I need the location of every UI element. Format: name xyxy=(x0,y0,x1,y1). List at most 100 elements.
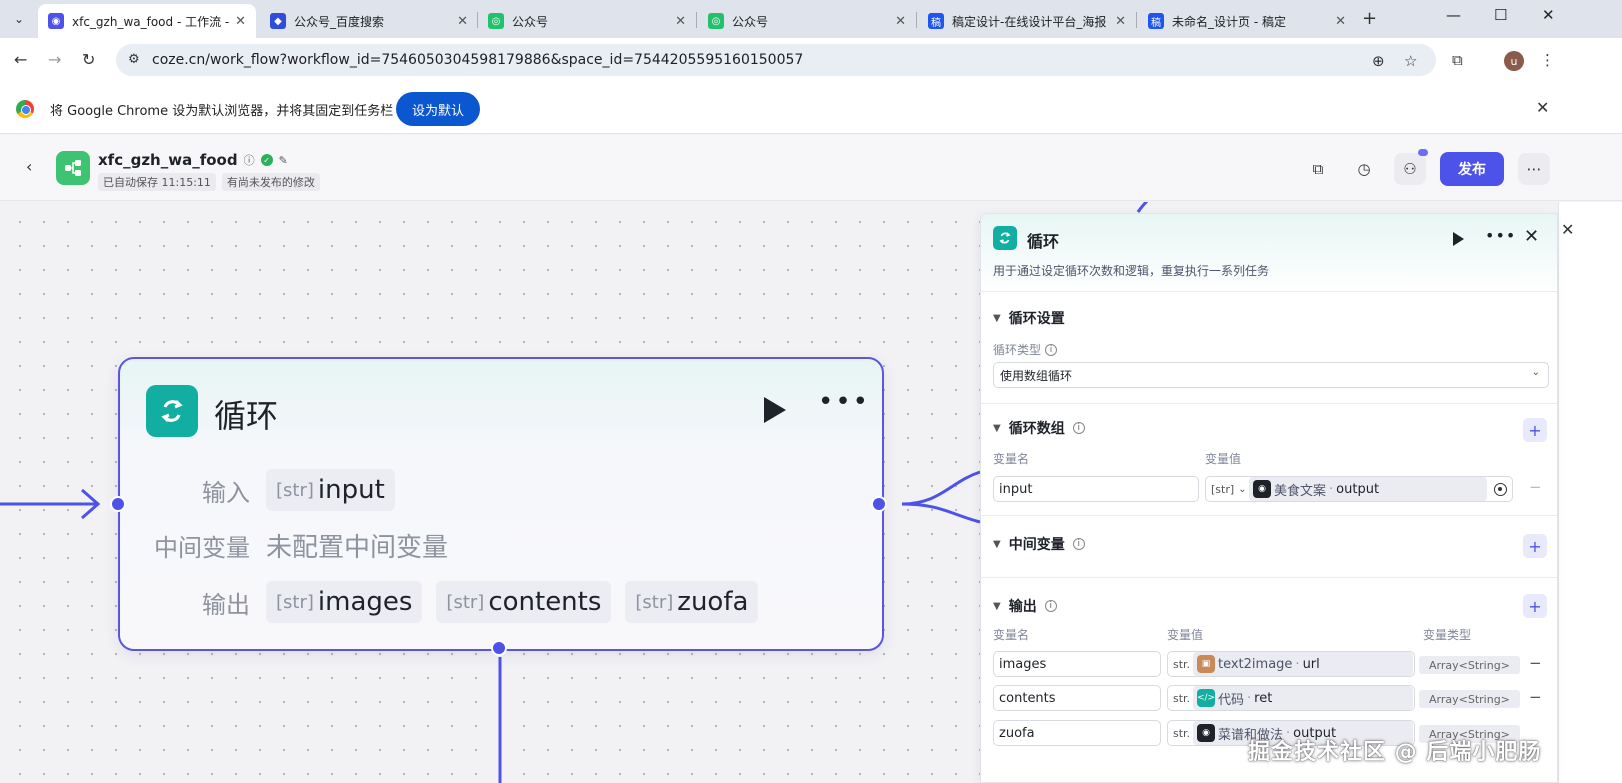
info-icon[interactable]: i xyxy=(1072,422,1085,434)
profile-avatar[interactable]: u xyxy=(1504,51,1524,71)
browser-tab-gaoding-1[interactable]: 稿 稿定设计-在线设计平台_海报 ✕ xyxy=(918,4,1136,38)
var-value-header: 变量值 xyxy=(1205,452,1242,466)
run-play-icon[interactable] xyxy=(1453,232,1464,246)
tab-title: 未命名_设计页 - 稿定 xyxy=(1172,14,1286,29)
output-name-input[interactable]: zuofa xyxy=(993,720,1161,746)
remove-row-icon[interactable]: − xyxy=(1529,688,1542,706)
panel-header: 循环 ••• ✕ 用于通过设定循环次数和逻辑，重复执行一系列任务 xyxy=(981,214,1557,292)
section-title: 循环数组 xyxy=(1008,421,1065,437)
bookmark-star-icon[interactable]: ☆ xyxy=(1404,52,1418,70)
gaoding-favicon-icon: 稿 xyxy=(928,13,944,29)
loop-array-name-input[interactable]: input xyxy=(993,476,1199,502)
more-options-icon[interactable]: ⋯ xyxy=(1518,153,1550,185)
window-minimize-icon[interactable]: — xyxy=(1446,6,1461,24)
workflow-header: ‹ xfc_gzh_wa_food ⓘ ✓ ✎ 已自动保存 11:15:11 有… xyxy=(0,135,1622,201)
code-node-avatar-icon: </> xyxy=(1197,689,1215,707)
back-arrow-icon[interactable]: ← xyxy=(14,50,28,69)
loop-node[interactable]: 循环 ••• 输入 [str]input 中间变量 未配置中间变量 输出 [st… xyxy=(118,357,884,651)
edit-icon[interactable]: ✎ xyxy=(278,153,288,167)
new-tab-plus-icon[interactable]: + xyxy=(1362,8,1378,29)
node-input-port[interactable] xyxy=(110,496,126,512)
loop-type-select[interactable]: 使用数组循环⌄ xyxy=(993,362,1549,388)
info-icon[interactable]: i xyxy=(1045,343,1058,356)
output-value-ref[interactable]: ◉ 菜谱和做法·output xyxy=(1193,721,1413,745)
node-output-port[interactable] xyxy=(871,496,887,512)
node-more-icon[interactable]: ••• xyxy=(818,387,871,417)
loop-body-port[interactable] xyxy=(491,640,507,656)
output-name-input[interactable]: images xyxy=(993,651,1161,677)
tab-close-icon[interactable]: ✕ xyxy=(1335,13,1346,29)
address-bar[interactable]: ⚙ coze.cn/work_flow?workflow_id=75460503… xyxy=(116,44,1436,76)
tab-search-chevron-icon[interactable]: ⌄ xyxy=(13,12,25,26)
select-value: 使用数组循环 xyxy=(1000,368,1073,383)
tab-close-icon[interactable]: ✕ xyxy=(1115,13,1126,29)
window-maximize-icon[interactable]: ☐ xyxy=(1494,6,1508,24)
node-output-row: 输出 [str]images [str]contents [str]zuofa xyxy=(120,581,772,623)
site-settings-icon[interactable]: ⚙ xyxy=(128,52,140,67)
infobar-close-icon[interactable]: ✕ xyxy=(1536,98,1550,117)
output-value-ref[interactable]: ▣ text2image·url xyxy=(1193,652,1413,676)
browser-tab-gaoding-2[interactable]: 稿 未命名_设计页 - 稿定 ✕ xyxy=(1138,4,1356,38)
publish-button[interactable]: 发布 xyxy=(1440,152,1504,186)
loop-array-value-ref[interactable]: ◉ 美食文案·output xyxy=(1249,477,1487,501)
var-name: input xyxy=(317,475,385,505)
var-name-header: 变量名 xyxy=(993,452,1030,466)
watermark: 掘金技术社区 @ 后端小肥肠 xyxy=(1248,740,1542,765)
tab-close-icon[interactable]: ✕ xyxy=(895,13,906,29)
remove-row-icon[interactable]: − xyxy=(1529,654,1542,672)
type-tag: str. xyxy=(1173,691,1191,705)
browser-tab-gongzhonghao-2[interactable]: ◎ 公众号 ✕ xyxy=(698,4,916,38)
type-tag: str. xyxy=(1173,726,1191,740)
collaborators-icon[interactable]: ⚇ xyxy=(1394,149,1428,185)
back-chevron-icon[interactable]: ‹ xyxy=(26,157,33,176)
panel-description: 用于通过设定循环次数和逻辑，重复执行一系列任务 xyxy=(993,264,1270,278)
info-icon[interactable]: i xyxy=(1072,538,1085,550)
add-mid-var-button[interactable]: + xyxy=(1523,534,1547,558)
section-title: 输出 xyxy=(1008,599,1037,615)
set-default-button[interactable]: 设为默认 xyxy=(396,92,481,126)
panel-close-icon[interactable]: ✕ xyxy=(1524,226,1540,247)
copy-icon[interactable]: ⧉ xyxy=(1312,160,1324,178)
output-name-input[interactable]: contents xyxy=(993,685,1161,711)
run-node-play-icon[interactable] xyxy=(764,397,786,423)
input-label: 输入 xyxy=(202,478,250,507)
tab-title: 公众号_百度搜索 xyxy=(294,14,385,29)
chevron-down-icon: ▼ xyxy=(993,422,1001,434)
loop-array-header[interactable]: ▼ 循环数组 i xyxy=(993,418,1085,438)
close-icon[interactable]: ✕ xyxy=(1561,220,1575,239)
output-value-ref[interactable]: </> 代码·ret xyxy=(1193,686,1413,710)
source-field: url xyxy=(1302,656,1320,672)
tab-close-icon[interactable]: ✕ xyxy=(457,13,468,29)
add-output-button[interactable]: + xyxy=(1523,594,1547,618)
panel-more-icon[interactable]: ••• xyxy=(1485,226,1517,245)
tab-close-icon[interactable]: ✕ xyxy=(235,13,246,29)
window-close-icon[interactable]: ✕ xyxy=(1542,6,1555,24)
browser-tab-baidu[interactable]: ◆ 公众号_百度搜索 ✕ xyxy=(260,4,478,38)
type-tag: [str] xyxy=(635,591,674,613)
reload-icon[interactable]: ↻ xyxy=(82,50,96,69)
loop-settings-header[interactable]: ▼ 循环设置 xyxy=(993,308,1065,328)
incoming-edge-arrow xyxy=(81,488,101,520)
remove-row-icon[interactable]: − xyxy=(1529,478,1542,496)
chevron-down-icon: ▼ xyxy=(993,312,1001,324)
info-icon[interactable]: i xyxy=(1044,600,1057,612)
info-icon[interactable]: ⓘ xyxy=(243,154,255,167)
add-loop-array-button[interactable]: + xyxy=(1523,418,1547,442)
section-title: 循环设置 xyxy=(1008,311,1065,327)
extensions-puzzle-icon[interactable]: ⧉ xyxy=(1452,51,1463,69)
browser-tab-bar: ⌄ ◉ xfc_gzh_wa_food - 工作流 - ✕ ◆ 公众号_百度搜索… xyxy=(0,0,1622,38)
browser-tab-workflow[interactable]: ◉ xfc_gzh_wa_food - 工作流 - ✕ xyxy=(38,4,256,38)
variable-picker-icon[interactable] xyxy=(1494,483,1507,496)
zoom-icon[interactable]: ⊕ xyxy=(1372,52,1385,70)
chrome-menu-icon[interactable]: ⋮ xyxy=(1540,51,1555,69)
canvas-edges xyxy=(0,202,1149,783)
source-field: ret xyxy=(1254,690,1273,706)
forward-arrow-icon[interactable]: → xyxy=(48,50,62,69)
node-mid-row: 中间变量 未配置中间变量 xyxy=(120,527,448,564)
background-panel-edge: ✕ xyxy=(1558,202,1622,783)
tab-close-icon[interactable]: ✕ xyxy=(675,13,686,29)
history-clock-icon[interactable]: ◷ xyxy=(1357,160,1371,178)
browser-tab-gongzhonghao-1[interactable]: ◎ 公众号 ✕ xyxy=(478,4,696,38)
